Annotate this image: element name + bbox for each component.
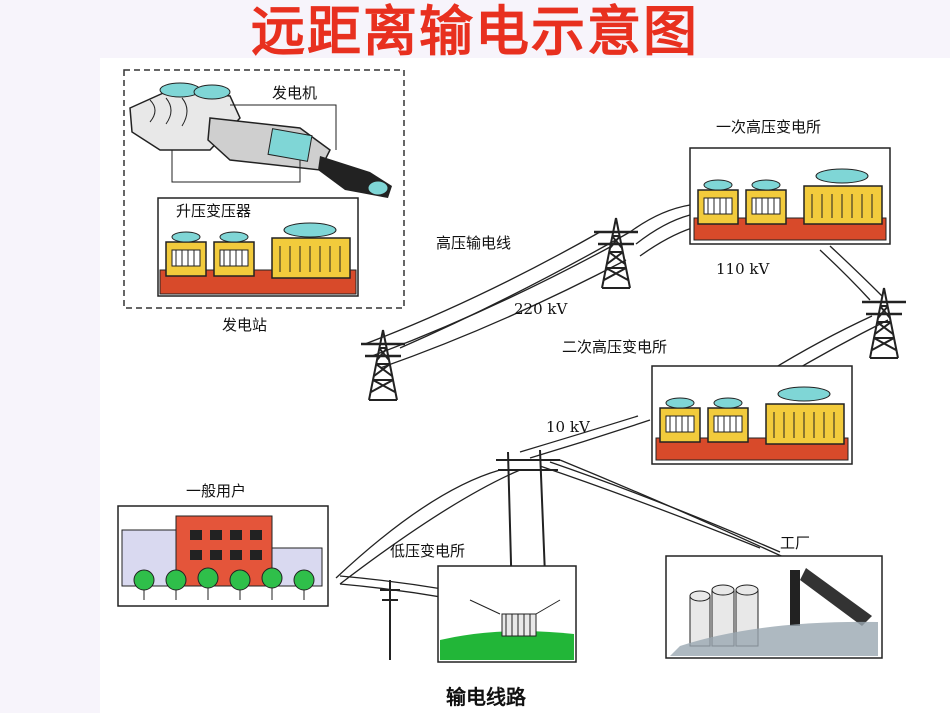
tower-2 <box>592 216 640 290</box>
step-up-transformer-frame <box>157 197 359 297</box>
primary-substation-illustration <box>693 168 887 241</box>
step-up-transformer-illustration <box>159 222 357 295</box>
hv-line-label: 高压输电线 <box>436 234 511 252</box>
voltage-110kv-label: 110 kV <box>716 260 770 278</box>
step-up-transformer-label: 升压变压器 <box>176 202 251 220</box>
power-station-boundary <box>123 69 405 309</box>
slide-title: 远距离输电示意图 <box>251 0 699 63</box>
transmission-lines <box>335 204 889 613</box>
voltage-220kv-label: 220 kV <box>514 300 568 318</box>
secondary-substation-illustration <box>655 386 849 461</box>
diagram-caption: 输电线路 <box>446 685 527 709</box>
ordinary-user-label: 一般用户 <box>186 482 246 500</box>
generator-illustration <box>129 82 392 198</box>
primary-substation-label: 一次高压变电所 <box>716 118 821 136</box>
low-voltage-substation-illustration <box>440 599 574 660</box>
low-voltage-substation-label: 低压变电所 <box>390 542 465 560</box>
factory-illustration <box>670 568 878 656</box>
small-pole <box>380 580 400 660</box>
factory-label: 工厂 <box>780 534 810 552</box>
tower-1 <box>359 328 407 402</box>
secondary-substation-label: 二次高压变电所 <box>562 338 667 356</box>
power-station-label: 发电站 <box>222 316 267 334</box>
voltage-10kv-label: 10 kV <box>546 418 591 436</box>
generator-label: 发电机 <box>272 84 317 102</box>
ordinary-user-illustration <box>121 515 323 600</box>
